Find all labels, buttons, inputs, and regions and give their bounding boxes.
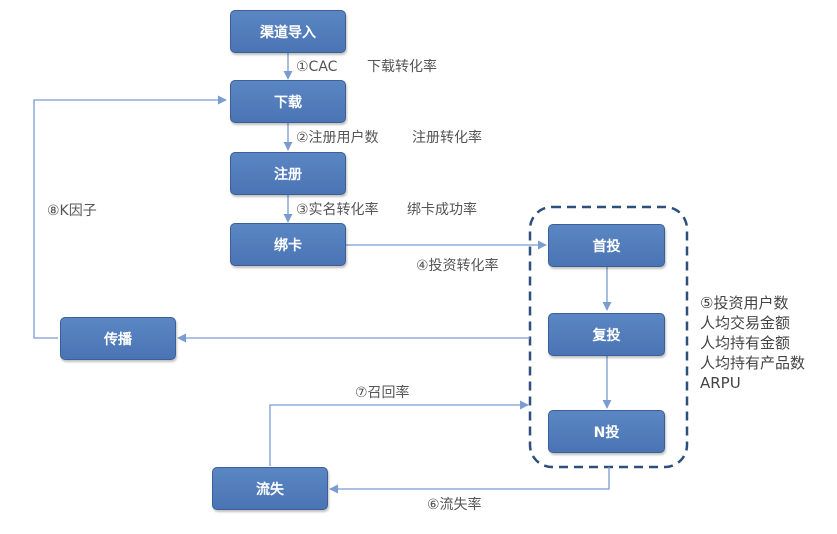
node-churn: 流失: [212, 467, 328, 510]
arrow-n-to-churn: [329, 467, 610, 494]
node-spread: 传播: [60, 317, 176, 360]
label-reg-users: ②注册用户数: [296, 130, 379, 146]
invest-metrics: ⑤投资用户数 人均交易金额 人均持有金额 人均持有产品数 ARPU: [700, 293, 805, 393]
label-churn-rate: ⑥流失率: [427, 497, 482, 513]
node-first-invest: 首投: [548, 224, 665, 267]
arrow-churn-recall: [269, 400, 529, 466]
label-invest-rate: ④投资转化率: [416, 258, 499, 274]
node-bind-card: 绑卡: [230, 223, 346, 266]
label-download-rate: 下载转化率: [367, 59, 437, 75]
node-download: 下载: [230, 80, 346, 123]
label-cac: ①CAC: [296, 59, 338, 75]
label-k-factor: ⑧K因子: [47, 203, 97, 219]
node-channel-import: 渠道导入: [230, 10, 346, 53]
metric-avg-trade-amount: 人均交易金额: [700, 314, 791, 332]
label-bind-rate: 绑卡成功率: [407, 202, 477, 218]
label-recall-rate: ⑦召回率: [355, 385, 410, 401]
metric-arpu: ARPU: [700, 374, 741, 392]
node-register: 注册: [230, 152, 346, 195]
metric-avg-holding-amount: 人均持有金额: [700, 334, 791, 352]
node-n-invest: N投: [548, 410, 665, 453]
label-reg-rate: 注册转化率: [412, 130, 482, 146]
arrow-spread-to-download: [33, 95, 227, 339]
metric-invest-users: ⑤投资用户数: [700, 294, 789, 312]
label-realname-rate: ③实名转化率: [296, 202, 379, 218]
metric-avg-products-held: 人均持有产品数: [700, 354, 806, 372]
node-repeat-invest: 复投: [548, 313, 665, 356]
